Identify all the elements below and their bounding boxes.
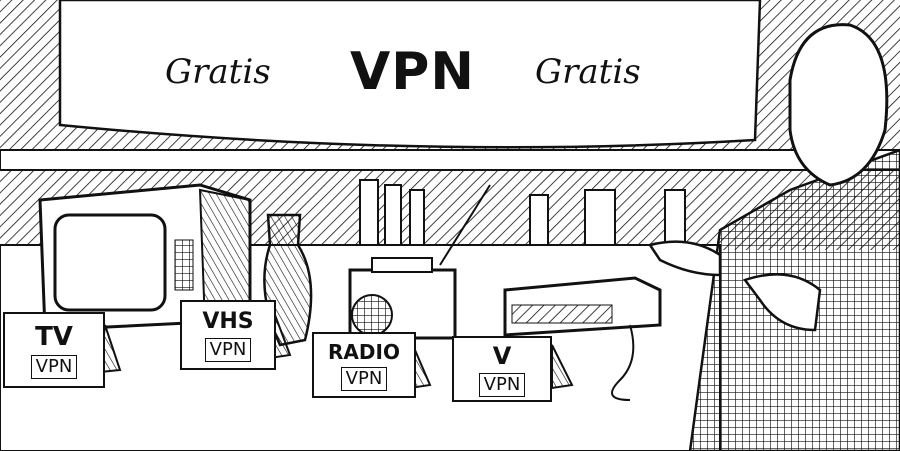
- vase-icon: [263, 213, 313, 347]
- banner: [58, 0, 762, 149]
- sign-radio: RADIO VPN: [312, 332, 416, 398]
- vpn-sticker: VPN: [478, 372, 526, 397]
- vpn-sticker: VPN: [30, 354, 78, 379]
- tv-icon: [38, 183, 252, 332]
- shelf: [0, 149, 900, 171]
- sign-vhs: VHS VPN: [180, 300, 276, 370]
- vpn-sticker: VPN: [204, 337, 252, 362]
- sign-original-label: VHS: [202, 308, 254, 334]
- sign-original-label: RADIO: [328, 339, 400, 364]
- radio-icon: [348, 184, 491, 340]
- sign-vcr: V VPN: [452, 336, 552, 402]
- banner-right-text: Gratis: [535, 52, 641, 92]
- banner-left-text: Gratis: [165, 52, 271, 92]
- sign-tv: TV VPN: [3, 312, 105, 388]
- banner-center-text: VPN: [350, 42, 475, 102]
- man-figure: [647, 23, 900, 451]
- sign-original-label: TV: [35, 321, 73, 352]
- sign-original-label: V: [492, 341, 512, 370]
- vcr-icon: [503, 276, 662, 401]
- vpn-sticker: VPN: [340, 366, 388, 391]
